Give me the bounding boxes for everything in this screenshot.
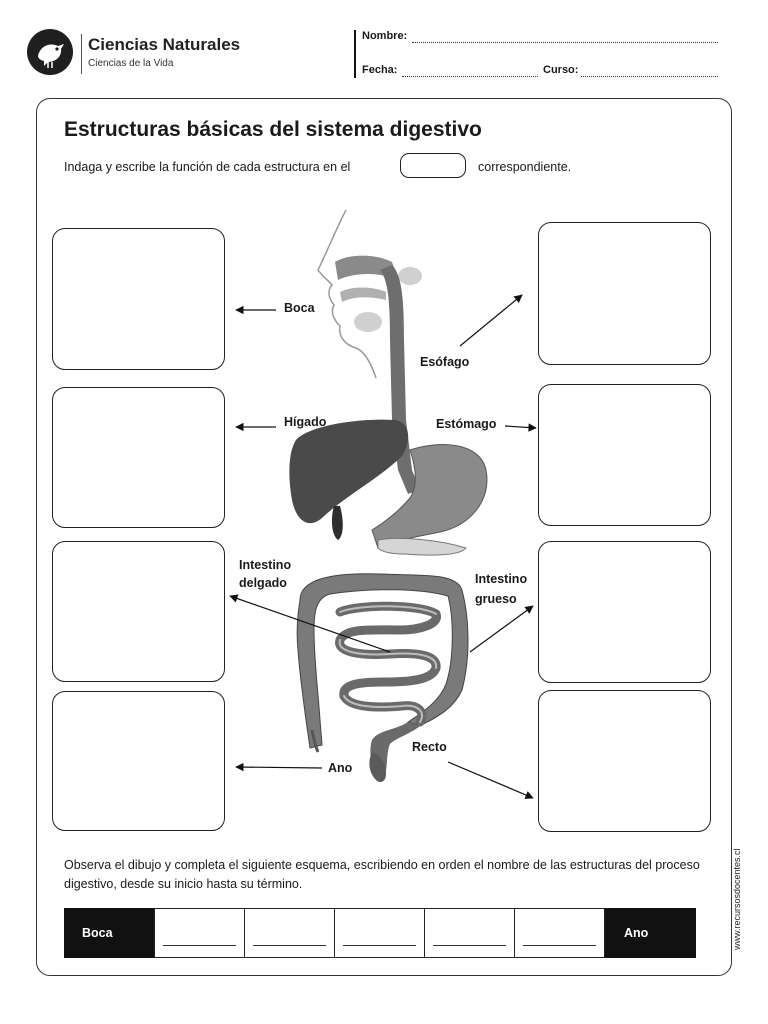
sequence-start: Boca (64, 908, 154, 958)
sequence-instruction: Observa el dibujo y completa el siguient… (64, 856, 734, 894)
sequence-blank-4[interactable] (424, 908, 515, 958)
sequence-blank-5[interactable] (514, 908, 605, 958)
label-higado: Hígado (284, 413, 326, 431)
label-esofago: Esófago (420, 353, 469, 371)
label-ano: Ano (328, 759, 352, 777)
label-estomago: Estómago (436, 415, 496, 433)
label-intestino-delgado-line2: delgado (239, 574, 287, 592)
side-url: www.recursosdocentes.cl (732, 830, 746, 960)
sequence-blank-2[interactable] (244, 908, 335, 958)
sequence-blank-3[interactable] (334, 908, 425, 958)
sequence-table: Boca Ano (64, 908, 696, 958)
label-boca: Boca (284, 299, 315, 317)
label-intestino-grueso-line1: Intestino (475, 570, 527, 588)
sequence-blank-1[interactable] (154, 908, 245, 958)
side-url-text: www.recursosdocentes.cl (732, 848, 742, 950)
sequence-end: Ano (605, 908, 696, 958)
label-recto: Recto (412, 738, 447, 756)
label-intestino-delgado-line1: Intestino (239, 556, 291, 574)
label-intestino-grueso-line2: grueso (475, 590, 517, 608)
